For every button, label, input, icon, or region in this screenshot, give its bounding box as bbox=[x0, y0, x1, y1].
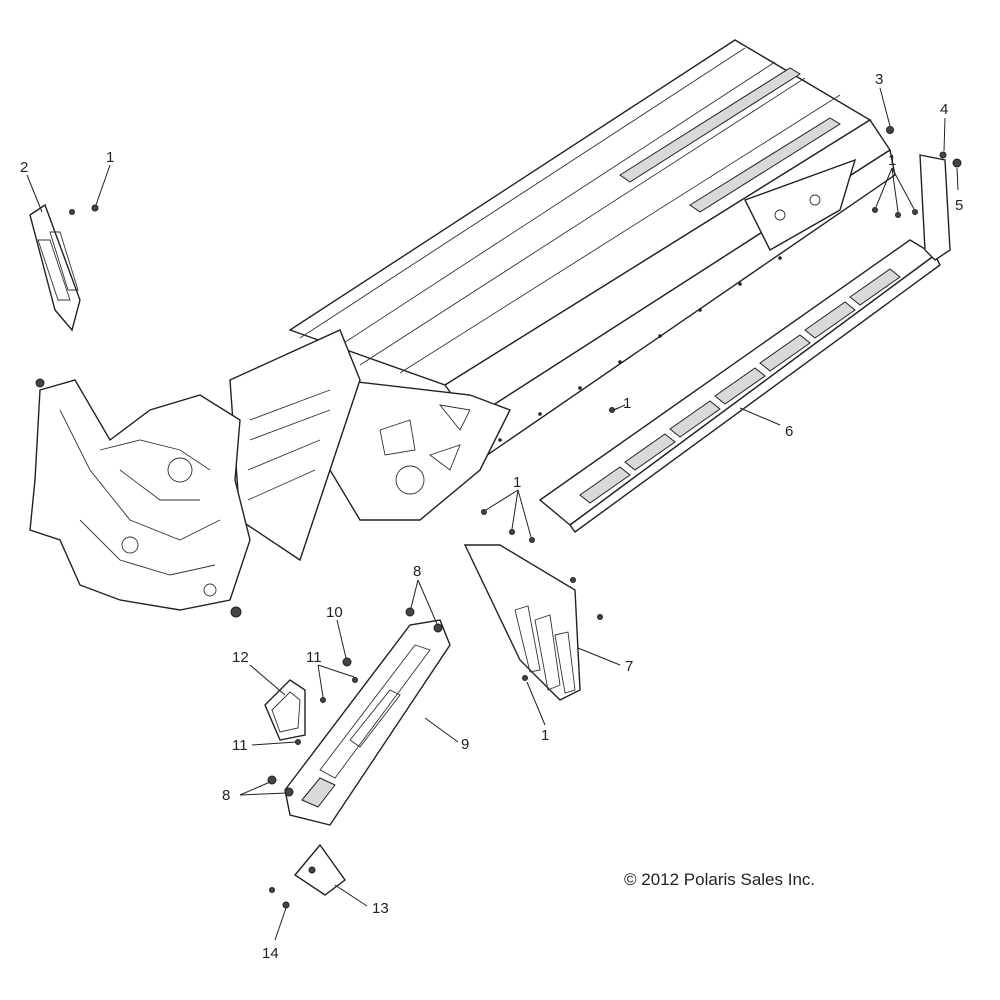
callout-5: 5 bbox=[955, 197, 963, 214]
part-12-bracket bbox=[264, 679, 306, 741]
callout-9: 9 bbox=[461, 736, 469, 753]
fasteners bbox=[69, 126, 962, 909]
callout-2: 2 bbox=[20, 159, 28, 176]
rivet-row bbox=[498, 256, 782, 442]
callout-11-bottom: 11 bbox=[232, 737, 248, 754]
callout-1-center: 1 bbox=[513, 474, 521, 491]
callout-8-top: 8 bbox=[413, 563, 421, 580]
callout-1-top: 1 bbox=[106, 149, 114, 166]
part-7-guard bbox=[463, 544, 581, 701]
callout-6: 6 bbox=[785, 423, 793, 440]
callout-8-bottom: 8 bbox=[222, 787, 230, 804]
part-6-running-board bbox=[538, 154, 951, 533]
part-2-guard bbox=[29, 203, 81, 332]
callout-10: 10 bbox=[326, 604, 343, 621]
callout-13: 13 bbox=[372, 900, 389, 917]
callout-7: 7 bbox=[625, 658, 633, 675]
callout-14: 14 bbox=[262, 945, 279, 962]
callout-4: 4 bbox=[940, 101, 948, 118]
copyright-notice: © 2012 Polaris Sales Inc. bbox=[624, 870, 816, 889]
front-frame bbox=[29, 378, 251, 618]
callout-11-top: 11 bbox=[306, 649, 322, 666]
callout-1-mid: 1 bbox=[623, 395, 631, 412]
part-13-plate bbox=[293, 843, 346, 896]
running-board-slots bbox=[579, 268, 901, 504]
callout-1-right: 1 bbox=[888, 152, 896, 169]
callout-1-bottom: 1 bbox=[541, 727, 549, 744]
callout-12: 12 bbox=[232, 649, 249, 666]
callouts: 1 2 3 4 5 1 1 1 6 8 10 11 12 7 1 9 11 8 … bbox=[20, 71, 963, 962]
leader-lines bbox=[26, 87, 959, 941]
part-9-skid-plate bbox=[284, 619, 451, 826]
tunnel-assembly bbox=[229, 39, 896, 562]
callout-3: 3 bbox=[875, 71, 883, 88]
